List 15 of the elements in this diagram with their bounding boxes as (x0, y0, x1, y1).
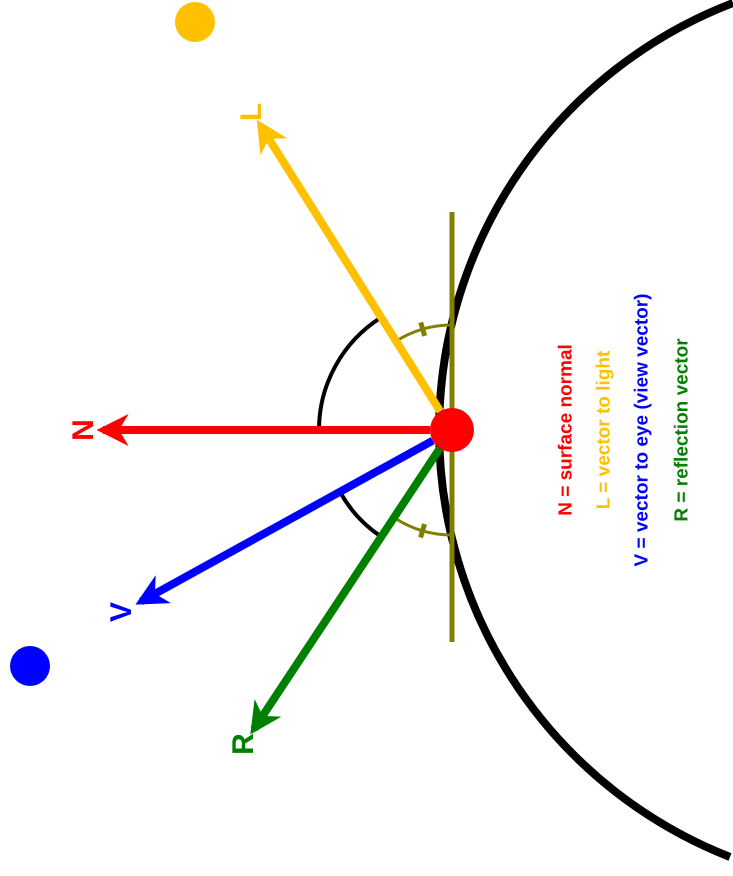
vector-arrow (250, 446, 444, 734)
vector-label: N (69, 419, 99, 441)
legend-text: L = vector to light (594, 350, 614, 510)
vector-arrow (96, 414, 430, 446)
vector-label: L (237, 102, 267, 122)
vector-arrow (256, 120, 444, 414)
vector-label: R (229, 733, 259, 755)
eye-dot (10, 646, 50, 686)
contact-point (430, 408, 474, 452)
legend-text: V = vector to eye (view vector) (632, 294, 652, 566)
vector-label: V (107, 602, 137, 622)
light-source-dot (175, 2, 215, 42)
legend-text: R = reflection vector (672, 338, 692, 522)
vector-arrow (135, 437, 435, 606)
legend-text: N = surface normal (556, 344, 576, 516)
